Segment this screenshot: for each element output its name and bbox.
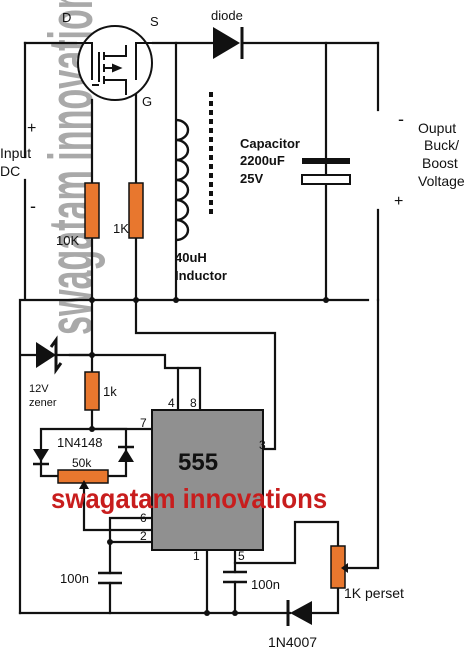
resistor-10k — [84, 182, 100, 239]
label-cap-value: 2200uF — [240, 153, 285, 168]
ic-pin-4: 4 — [168, 396, 175, 410]
wire-input-negative-rail — [18, 178, 370, 615]
label-100n-control: 100n — [251, 577, 280, 592]
label-input-minus: - — [30, 196, 36, 216]
label-inductor: Inductor — [175, 268, 227, 283]
ic-pin-5: 5 — [238, 549, 245, 563]
wire-gate-drive — [134, 298, 277, 451]
label-inductor-value: 40uH — [175, 250, 207, 265]
label-buck: Buck/ — [424, 137, 459, 153]
label-zener: zener — [29, 397, 57, 409]
label-1k-gate: 1K — [113, 221, 129, 236]
label-100n-timing: 100n — [60, 571, 89, 586]
diode-1n4007 — [286, 600, 312, 626]
ic-pin-7: 7 — [140, 416, 147, 430]
label-zener-voltage: 12V — [29, 383, 49, 395]
preset-1k — [330, 545, 356, 589]
ic-pin-3: 3 — [259, 438, 266, 452]
label-input: Input — [0, 145, 31, 161]
label-1n4148: 1N4148 — [57, 435, 103, 450]
mosfet — [76, 25, 153, 101]
capacitor-100n-timing — [98, 571, 122, 585]
ic-pin-8: 8 — [190, 396, 197, 410]
resistor-1k-gate — [128, 182, 144, 239]
ic-pin-1: 1 — [193, 549, 200, 563]
watermark-horizontal: swagatam innovations — [51, 483, 327, 514]
label-boost: Boost — [422, 155, 458, 171]
diode-1n4148-right — [118, 445, 134, 462]
wire-vcc-to-ic — [90, 353, 202, 412]
label-capacitor: Capacitor — [240, 136, 300, 151]
label-input-plus: + — [27, 120, 36, 137]
label-preset: 1K perset — [344, 585, 404, 601]
label-1k-zener: 1k — [103, 384, 117, 399]
potentiometer-50k — [57, 469, 109, 495]
wire-ground-rail — [18, 586, 340, 615]
label-10k: 10K — [56, 233, 79, 248]
ic-pin-6: 6 — [140, 511, 147, 525]
label-mosfet-g: G — [142, 94, 152, 109]
label-output-minus: - — [398, 109, 404, 129]
label-1n4007: 1N4007 — [268, 634, 317, 650]
diode-1n4148-left — [33, 449, 49, 466]
resistor-1k-zener — [84, 371, 100, 411]
label-mosfet-s: S — [150, 14, 159, 29]
ic-pin-2: 2 — [140, 529, 147, 543]
diode-top — [213, 27, 244, 59]
label-mosfet-d: D — [62, 10, 71, 25]
inductor-core-dots — [209, 92, 213, 214]
label-diode: diode — [211, 8, 243, 23]
wire-preset-pin5 — [233, 520, 340, 565]
label-voltage: Voltage — [418, 173, 465, 189]
zener-diode — [36, 335, 63, 375]
capacitor-100n-control — [223, 570, 247, 584]
ic-555-body — [151, 409, 264, 551]
label-output: Ouput — [418, 120, 456, 136]
label-dc: DC — [0, 163, 20, 179]
ic-555-label: 555 — [178, 449, 218, 476]
label-50k: 50k — [72, 456, 92, 470]
junction-dots — [89, 297, 329, 616]
label-cap-voltage: 25V — [240, 171, 263, 186]
wire-diode-bridge — [39, 427, 128, 478]
wire-preset-feedback — [345, 298, 380, 570]
inductor-coil — [175, 118, 190, 242]
label-output-plus: + — [394, 193, 403, 210]
wire-zener-junction — [68, 353, 94, 374]
capacitor-output — [301, 158, 351, 185]
